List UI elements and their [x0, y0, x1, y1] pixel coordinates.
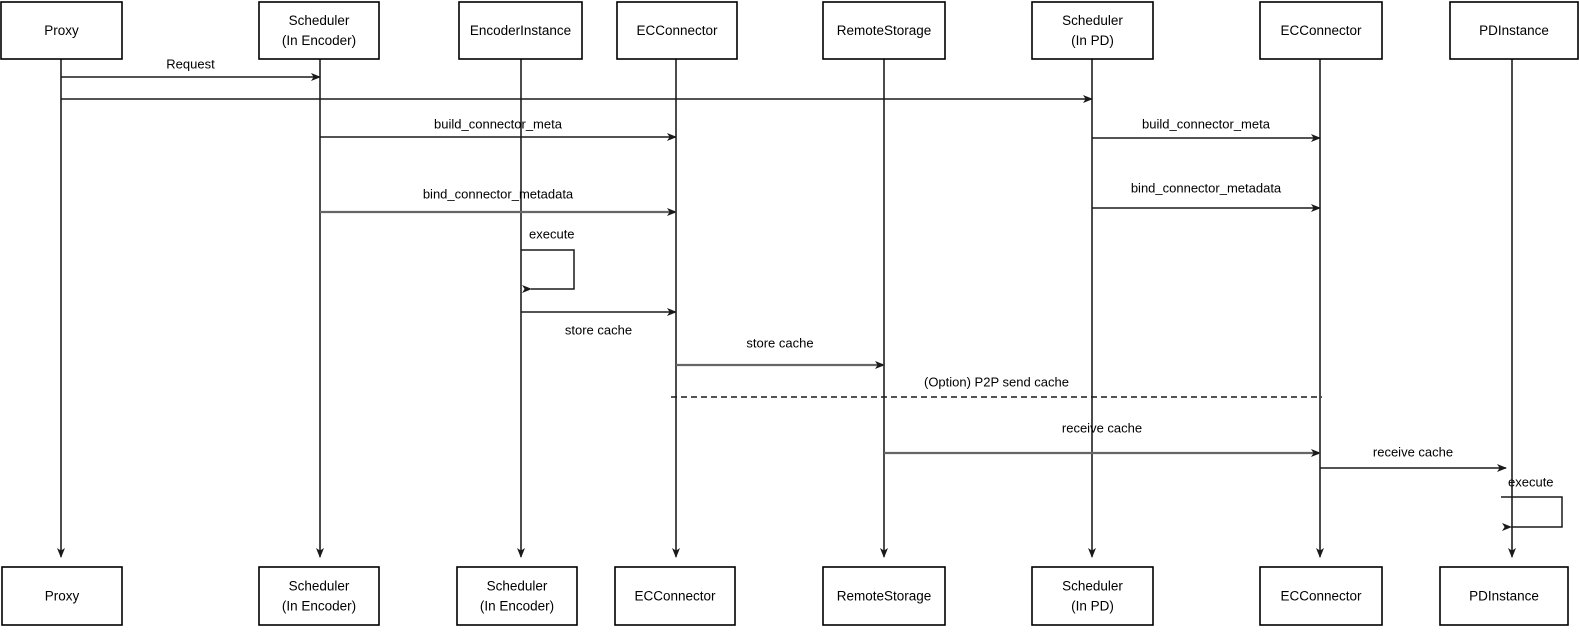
participant-label-line2: (In Encoder): [282, 33, 356, 48]
participant-label: ECConnector: [1280, 589, 1362, 604]
message-label: receive cache: [1373, 444, 1453, 459]
message-m3[interactable]: build_connector_meta: [320, 116, 677, 141]
self-messages-layer: execute execute: [521, 226, 1563, 531]
participant-label-line1: Scheduler: [1062, 579, 1123, 594]
message-m11[interactable]: receive cache: [1320, 444, 1507, 472]
message-m8[interactable]: store cache: [676, 335, 885, 369]
participant-box-proxy-bottom[interactable]: Proxy: [1, 566, 123, 626]
participant-box-scheduler-encoder-top[interactable]: Scheduler (In Encoder): [258, 1, 380, 60]
messages-layer: Request build_connector_meta build_connect…: [61, 56, 1507, 472]
participant-label: RemoteStorage: [837, 23, 932, 38]
participant-box-remote-storage-bottom[interactable]: RemoteStorage: [822, 566, 946, 626]
participant-box-scheduler-encoder-bottom[interactable]: Scheduler (In Encoder): [258, 566, 380, 626]
message-label: (Option) P2P send cache: [924, 374, 1069, 389]
participant-label-line1: Scheduler: [487, 579, 548, 594]
participant-label: PDInstance: [1479, 23, 1549, 38]
participant-label-line2: (In PD): [1071, 33, 1114, 48]
message-label: build_connector_meta: [434, 116, 563, 131]
self-message-path: [521, 249, 575, 293]
self-message-s2[interactable]: execute: [1501, 474, 1563, 531]
participant-label: EncoderInstance: [470, 23, 571, 38]
participant-label-line2: (In Encoder): [282, 599, 356, 614]
participant-label-line1: Scheduler: [289, 579, 350, 594]
message-label: build_connector_meta: [1142, 116, 1271, 131]
participant-label-line2: (In PD): [1071, 599, 1114, 614]
participant-label-line1: Scheduler: [1062, 13, 1123, 28]
message-m10[interactable]: receive cache: [884, 420, 1321, 457]
message-m6[interactable]: bind_connector_metadata: [1092, 180, 1321, 212]
participant-box-encoder-instance-top[interactable]: EncoderInstance: [458, 1, 583, 60]
participant-box-scheduler-pd-top[interactable]: Scheduler (In PD): [1031, 1, 1154, 60]
message-m9[interactable]: (Option) P2P send cache: [671, 374, 1322, 398]
message-m1[interactable]: Request: [61, 56, 321, 81]
message-label: receive cache: [1062, 420, 1142, 435]
self-message-label: execute: [529, 226, 575, 241]
participant-label: RemoteStorage: [837, 589, 932, 604]
message-m4[interactable]: build_connector_meta: [1092, 116, 1321, 142]
top-participant-boxes: Proxy Scheduler (In Encoder) EncoderInstanc…: [0, 1, 1579, 60]
lifelines-layer: [57, 59, 1516, 558]
self-message-path: [1501, 496, 1563, 531]
participant-label: Proxy: [44, 23, 79, 38]
participant-box-pd-instance-top[interactable]: PDInstance: [1449, 1, 1579, 60]
participant-box-remote-storage-top[interactable]: RemoteStorage: [822, 1, 946, 60]
self-message-s1[interactable]: execute: [521, 226, 575, 293]
message-m5[interactable]: bind_connector_metadata: [320, 186, 677, 216]
participant-box-ec-connector-enc-top[interactable]: ECConnector: [616, 1, 738, 60]
participant-box-scheduler-pd-bottom[interactable]: Scheduler (In PD): [1031, 566, 1154, 626]
participant-label: ECConnector: [634, 589, 716, 604]
participant-box-ec-connector-enc-bottom[interactable]: ECConnector: [614, 566, 736, 626]
message-label: bind_connector_metadata: [1131, 180, 1282, 195]
message-m7[interactable]: store cache: [521, 308, 677, 337]
participant-box-ec-connector-pd-bottom[interactable]: ECConnector: [1259, 566, 1383, 626]
participant-label: ECConnector: [636, 23, 718, 38]
bottom-participant-boxes: Proxy Scheduler (In Encoder) Scheduler (In E…: [1, 566, 1569, 626]
self-message-label: execute: [1508, 474, 1554, 489]
message-label: store cache: [746, 335, 813, 350]
participant-box-proxy-top[interactable]: Proxy: [0, 1, 123, 60]
participant-label: Proxy: [45, 589, 80, 604]
message-label: store cache: [565, 322, 632, 337]
message-label: Request: [166, 56, 215, 71]
participant-label: ECConnector: [1280, 23, 1362, 38]
participant-box-pd-instance-bottom[interactable]: PDInstance: [1439, 566, 1569, 626]
message-label: bind_connector_metadata: [423, 186, 574, 201]
participant-box-encoder-instance-bottom[interactable]: Scheduler (In Encoder): [456, 566, 578, 626]
participant-box-ec-connector-pd-top[interactable]: ECConnector: [1259, 1, 1383, 60]
participant-label: PDInstance: [1469, 589, 1539, 604]
participant-label-line1: Scheduler: [289, 13, 350, 28]
participant-label-line2: (In Encoder): [480, 599, 554, 614]
